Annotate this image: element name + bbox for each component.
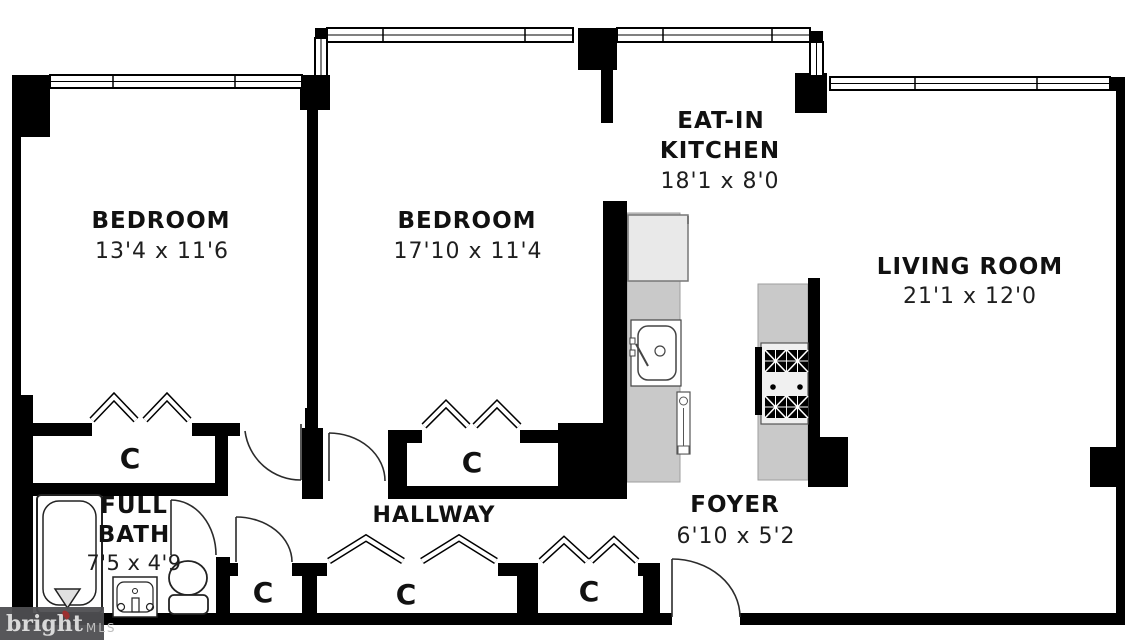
- wall-segment: [498, 563, 538, 576]
- full-bath-label-line1: FULL: [100, 493, 168, 519]
- wall-segment: [578, 28, 617, 70]
- wall-segment: [388, 486, 558, 499]
- wall-segment: [302, 576, 317, 617]
- swing-doors: [170, 424, 741, 618]
- burner: [786, 395, 809, 419]
- wall-segment: [292, 563, 327, 576]
- bifold-closet-foyer: [538, 535, 640, 564]
- wall-segment: [302, 428, 323, 499]
- wall-segment: [603, 201, 627, 423]
- kitchen-label-line2: KITCHEN: [659, 138, 781, 164]
- burner: [764, 349, 787, 373]
- wall-segment: [520, 430, 558, 443]
- burner: [786, 349, 809, 373]
- wall-segment: [1110, 77, 1125, 91]
- wall-segment: [795, 73, 827, 113]
- bedroom-1-label: BEDROOM: [91, 208, 231, 234]
- stove-knob: [797, 384, 803, 390]
- toilet: [168, 560, 209, 615]
- kitchen-label-line1: EAT-IN: [677, 108, 765, 134]
- window-kitchen: [616, 27, 811, 43]
- wall-segment: [21, 395, 33, 625]
- window-connector-left: [314, 37, 328, 77]
- vanity-sink: [112, 576, 158, 618]
- brightmls-mls-text: MLS: [85, 621, 117, 635]
- door-bedroom-2: [328, 432, 386, 482]
- closet-label-bedroom-1: C: [119, 442, 141, 475]
- wall-segment: [638, 563, 660, 576]
- wall-segment: [215, 436, 228, 496]
- burner: [764, 395, 787, 419]
- wall-segment: [12, 75, 21, 625]
- wall-segment: [517, 576, 538, 617]
- full-bath-label-line2: BATH: [97, 522, 171, 548]
- window-bedroom-1: [49, 74, 303, 89]
- closet-label-hall-middle: C: [395, 578, 417, 611]
- wall-segment: [808, 437, 848, 487]
- wall-segment: [192, 423, 240, 436]
- walls: [12, 28, 1125, 625]
- wall-segment: [808, 278, 820, 440]
- wall-segment: [1116, 90, 1125, 625]
- wall-segment: [810, 31, 823, 43]
- slim-fixture: [676, 391, 691, 455]
- closet-label-bedroom-2: C: [461, 446, 483, 479]
- full-bath-dimensions: 7'5 x 4'9: [86, 551, 182, 575]
- bedroom-2-dimensions: 17'10 x 11'4: [393, 239, 543, 264]
- brightmls-watermark: bright MLS: [0, 607, 115, 640]
- wall-segment: [601, 70, 613, 123]
- wall-segment: [307, 110, 318, 410]
- window-connector-right: [809, 41, 824, 77]
- stove: [755, 342, 809, 425]
- wall-segment: [216, 563, 238, 576]
- bifold-closet-doors: [89, 391, 640, 564]
- wall-segment: [305, 408, 318, 430]
- wall-segment: [388, 430, 407, 499]
- wall-segment: [315, 28, 327, 39]
- windows: [49, 27, 1111, 91]
- closet-label-foyer: C: [578, 575, 600, 608]
- foyer-label: FOYER: [690, 492, 780, 518]
- refrigerator: [627, 214, 689, 282]
- door-entry: [671, 558, 741, 618]
- bifold-closet-bedroom-1: [89, 391, 192, 423]
- kitchen-sink: [629, 319, 682, 387]
- door-hall-closet: [235, 516, 293, 563]
- hallway-label: HALLWAY: [372, 503, 496, 528]
- wall-segment: [407, 430, 422, 443]
- window-bedroom-2: [326, 27, 574, 43]
- closet-label-hall-left: C: [252, 576, 274, 609]
- wall-segment: [12, 75, 50, 137]
- door-bath: [170, 499, 217, 556]
- wall-segment: [21, 483, 228, 496]
- wall-segment: [33, 423, 92, 436]
- living-room-label: LIVING ROOM: [876, 254, 1064, 280]
- foyer-dimensions: 6'10 x 5'2: [676, 524, 796, 549]
- wall-segment: [740, 613, 1125, 625]
- wall-segment: [12, 613, 672, 625]
- bedroom-2-label: BEDROOM: [397, 208, 537, 234]
- living-room-dimensions: 21'1 x 12'0: [902, 284, 1038, 309]
- wall-segment: [558, 423, 627, 499]
- wall-segment: [300, 75, 330, 110]
- door-bedroom-1: [244, 424, 302, 481]
- brightmls-logo-text: bright: [6, 610, 83, 637]
- kitchen-dimensions: 18'1 x 8'0: [660, 169, 780, 194]
- bedroom-1-dimensions: 13'4 x 11'6: [94, 239, 230, 264]
- wall-segment: [1090, 447, 1116, 487]
- wall-segment: [643, 576, 660, 625]
- stove-knob: [770, 384, 776, 390]
- window-living-room: [829, 76, 1111, 91]
- bifold-closet-bedroom-2: [421, 399, 522, 429]
- bifold-closet-hall-middle: [327, 533, 498, 564]
